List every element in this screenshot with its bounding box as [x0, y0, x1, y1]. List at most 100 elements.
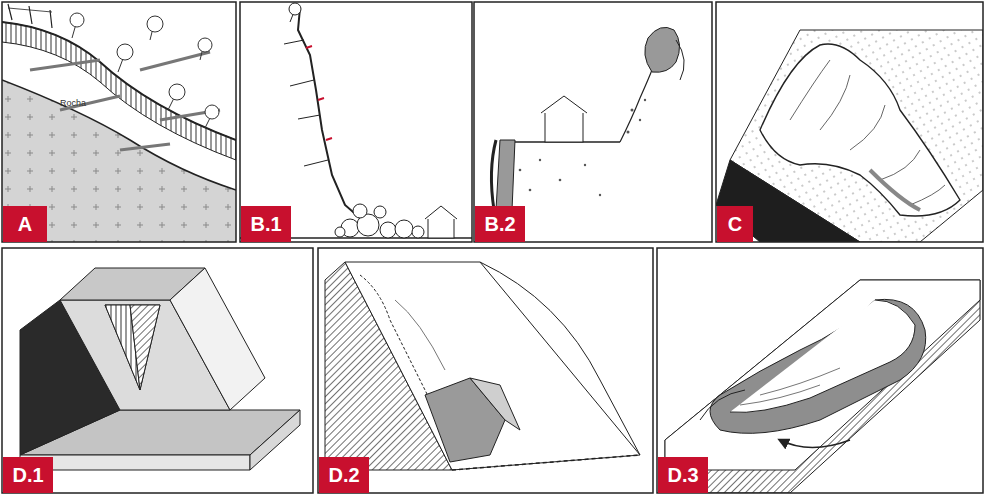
flow-drawing	[870, 170, 920, 210]
panel-tag: C	[717, 206, 753, 242]
flow-drawing	[716, 160, 860, 242]
fall-drawing	[240, 3, 472, 238]
fall-drawing	[335, 204, 424, 238]
translational-slide-drawing	[325, 262, 640, 470]
flow-drawing	[760, 44, 960, 216]
fall-drawing	[425, 206, 457, 219]
fall-drawing	[289, 3, 301, 15]
wedge-slide-drawing	[105, 305, 160, 390]
creep-drawing	[8, 4, 52, 28]
fall-drawing	[298, 8, 360, 218]
topple-drawing	[584, 164, 586, 166]
panel-frame	[716, 2, 983, 242]
topple-drawing	[644, 99, 646, 101]
wedge-slide-drawing	[20, 455, 250, 470]
rotational-slide-drawing	[700, 390, 745, 420]
wedge-slide-drawing	[250, 410, 300, 470]
panel-tag: D.1	[3, 457, 53, 493]
panel-tag: D.3	[658, 457, 708, 493]
panel-frame	[2, 248, 313, 493]
rotational-slide-drawing	[665, 280, 980, 493]
fall-drawing	[428, 218, 454, 238]
rotational-slide-drawing	[665, 280, 980, 493]
panel-frame	[240, 2, 472, 242]
fall-drawing	[412, 226, 424, 238]
fall-drawing	[395, 220, 413, 238]
topple-drawing	[676, 40, 684, 80]
topple-drawing	[504, 99, 647, 222]
panel-frame	[318, 248, 653, 493]
topple-drawing	[620, 70, 652, 142]
flow-drawing	[790, 60, 945, 205]
topple-drawing	[559, 179, 562, 182]
topple-drawing	[491, 140, 496, 210]
topple-drawing	[545, 112, 583, 142]
creep-drawing	[198, 38, 212, 52]
creep-drawing	[2, 4, 236, 242]
topple-drawing	[519, 169, 522, 172]
topple-drawing	[496, 140, 515, 210]
rotational-slide-drawing	[730, 300, 915, 412]
panel-letter: A	[18, 213, 32, 236]
flow-drawing	[716, 30, 983, 242]
wedge-slide-drawing	[170, 268, 265, 410]
fall-drawing	[284, 40, 328, 166]
creep-drawing	[70, 13, 219, 128]
creep-drawing	[117, 44, 133, 60]
rotational-slide-drawing	[665, 280, 980, 470]
material-label: Rocha	[60, 98, 86, 108]
topple-drawing	[541, 96, 587, 113]
panel-frame	[2, 2, 236, 242]
panel-tag: A	[3, 206, 47, 242]
topple-drawing	[639, 119, 641, 121]
panel-letter: D.1	[12, 464, 43, 487]
creep-drawing	[30, 60, 100, 70]
wedge-slide-drawing	[130, 305, 160, 390]
topple-drawing	[627, 131, 630, 134]
creep-drawing	[8, 8, 52, 12]
panel-letter: D.2	[328, 464, 359, 487]
creep-drawing	[60, 96, 120, 110]
creep-drawing	[70, 13, 84, 27]
panel-frame	[474, 2, 712, 242]
creep-drawing	[2, 22, 236, 160]
creep-drawing	[169, 84, 185, 100]
translational-slide-drawing	[345, 262, 640, 470]
translational-slide-drawing	[470, 378, 520, 430]
creep-drawing	[2, 80, 236, 242]
panel-tag: D.2	[319, 457, 369, 493]
panel-letter: C	[728, 213, 742, 236]
translational-slide-drawing	[452, 455, 640, 470]
translational-slide-drawing	[480, 262, 640, 455]
rotational-slide-drawing	[780, 440, 850, 448]
wedge-slide-drawing	[20, 268, 300, 470]
topple-drawing	[529, 189, 532, 192]
translational-slide-drawing	[395, 300, 445, 370]
translational-slide-drawing	[360, 275, 430, 400]
fall-drawing	[374, 206, 386, 218]
creep-drawing	[205, 105, 219, 119]
creep-drawing	[2, 22, 236, 140]
topple-drawing	[491, 27, 684, 221]
panel-tag: B.2	[475, 206, 525, 242]
panel-letter: D.3	[667, 464, 698, 487]
topple-drawing	[539, 159, 541, 161]
creep-drawing	[140, 52, 210, 70]
panel-tag: B.1	[241, 206, 291, 242]
topple-drawing	[631, 109, 634, 112]
fall-drawing	[353, 204, 367, 218]
panel-frame	[657, 248, 983, 493]
creep-drawing	[120, 144, 170, 150]
topple-drawing	[645, 27, 680, 72]
panel-letter: B.2	[484, 213, 515, 236]
fall-drawing	[306, 46, 332, 140]
fall-drawing	[380, 222, 396, 238]
rotational-slide-drawing	[740, 368, 840, 405]
panel-letter: B.1	[250, 213, 281, 236]
rotational-slide-drawing	[710, 299, 926, 433]
fall-drawing	[335, 227, 345, 237]
topple-drawing	[599, 194, 601, 196]
